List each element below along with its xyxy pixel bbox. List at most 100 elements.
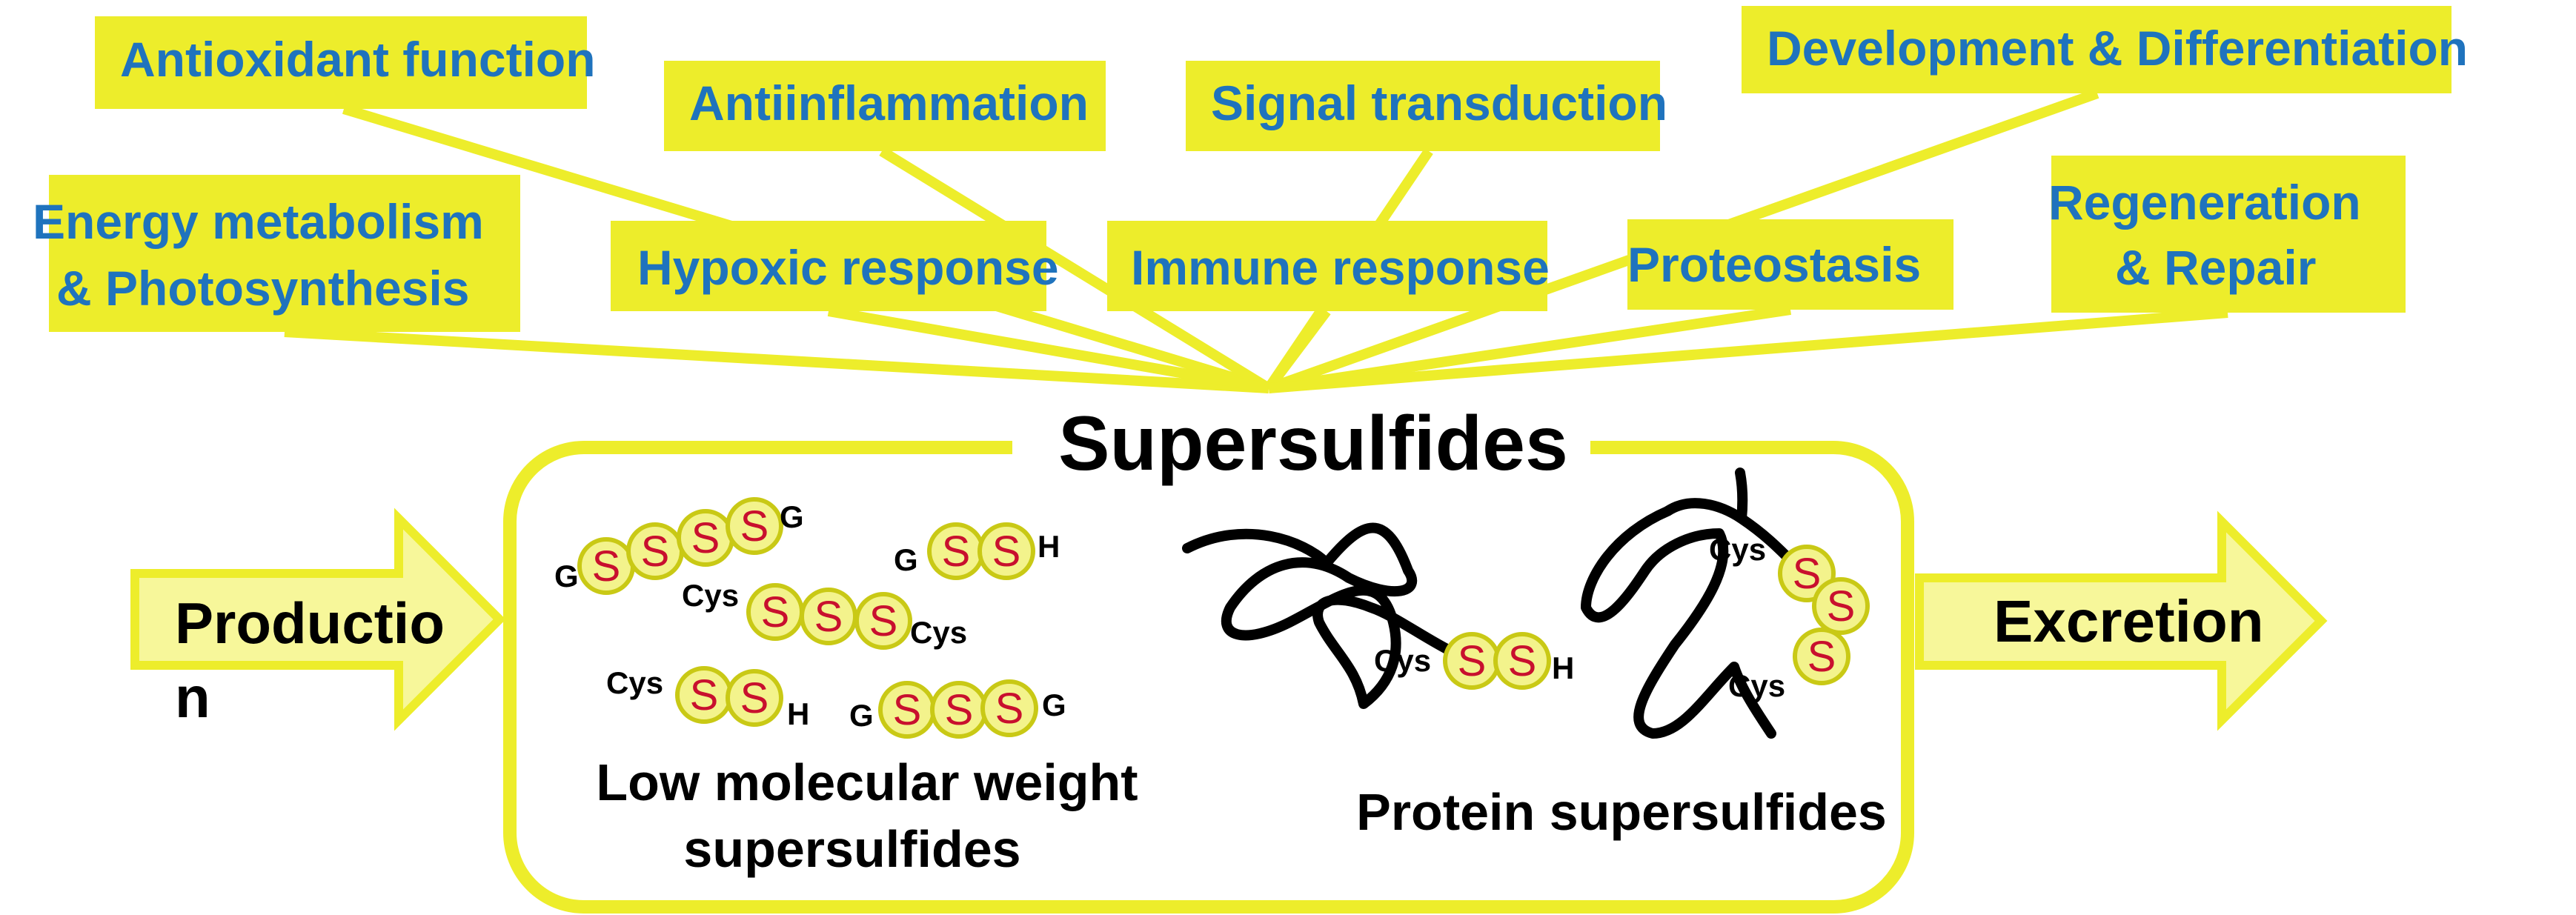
sulfur-atom-label: S: [1827, 582, 1856, 630]
sulfur-atom-label: S: [690, 671, 719, 719]
function-box-bg: [49, 175, 520, 332]
mol-end-g: G: [554, 559, 579, 593]
sulfur-atom-label: S: [814, 593, 843, 641]
mol-end-cys: Cys: [682, 578, 739, 613]
function-box-development: Development & Differentiation: [1742, 6, 2468, 93]
sulfur-atom: S: [726, 669, 783, 727]
sulfur-atom-label: S: [740, 674, 769, 722]
sulfur-atom-label: S: [761, 588, 790, 636]
function-box-immune-response: Immune response: [1107, 221, 1550, 311]
sulfur-atom: S: [577, 537, 635, 595]
mol-end-g: G: [1042, 688, 1066, 722]
sulfur-atom: S: [626, 522, 684, 580]
mol-end-cys: Cys: [606, 665, 663, 700]
mol-end-g: G: [849, 698, 874, 733]
function-label-antioxidant: Antioxidant function: [120, 32, 596, 87]
function-box-antioxidant: Antioxidant function: [95, 16, 596, 109]
function-box-bg: [1627, 219, 1953, 310]
excretion-label: Excretion: [1994, 588, 2264, 654]
connector-line-8: [1268, 307, 2228, 393]
sulfur-atom: S: [1812, 577, 1870, 635]
excretion-arrow: Excretion: [1915, 510, 2328, 731]
sulfur-atom-label: S: [1807, 633, 1836, 681]
function-label-hypoxic-response: Hypoxic response: [637, 240, 1059, 295]
sulfur-atom: S: [977, 522, 1035, 580]
function-label-energy-line2: & Photosynthesis: [56, 261, 469, 316]
connector-line-5: [827, 306, 1270, 393]
sulfur-atom-label: S: [992, 528, 1021, 576]
sulfur-atom-label: S: [942, 528, 971, 576]
connector-line-1: [879, 147, 1272, 393]
function-box-proteostasis: Proteostasis: [1627, 219, 1953, 310]
mol-end-cys: Cys: [1709, 532, 1766, 567]
sulfur-atom: S: [927, 522, 985, 580]
function-box-energy-metabolism: Energy metabolism & Photosynthesis: [33, 175, 520, 332]
function-box-bg: [1107, 221, 1547, 311]
sulfur-atom-label: S: [641, 528, 670, 576]
sulfur-atom: S: [980, 679, 1038, 737]
sulfur-atom-circle: [1493, 632, 1551, 690]
connector-line-4: [284, 327, 1269, 393]
sulfur-atom: S: [930, 681, 988, 739]
sulfur-atom-circle: [980, 679, 1038, 737]
mol-end-h: H: [1552, 651, 1574, 685]
function-box-bg: [611, 221, 1046, 311]
connector-lines: [284, 88, 2228, 393]
sulfur-atom: S: [854, 592, 912, 650]
sulfur-atom: S: [675, 666, 733, 724]
sulfur-atom-circle: [854, 592, 912, 650]
function-label-antiinflammation: Antiinflammation: [689, 76, 1089, 130]
function-box-regeneration: Regeneration & Repair: [2048, 156, 2406, 313]
mol-end-cys: Cys: [1374, 643, 1431, 678]
mol-end-h: H: [1038, 529, 1060, 564]
sulfur-atom: S: [1443, 632, 1501, 690]
title-gap: [1012, 430, 1590, 467]
excretion-arrow-shape: [1915, 510, 2328, 731]
function-label-regen-line2: & Repair: [2115, 240, 2316, 295]
protein-supersulfides-label: Protein supersulfides: [1356, 783, 1887, 841]
function-box-hypoxic-response: Hypoxic response: [611, 221, 1059, 311]
protein-chain-left: [1182, 522, 1458, 709]
sulfur-atom: S: [878, 681, 936, 739]
sulfur-atom-label: S: [893, 686, 922, 734]
sulfur-atom: S: [726, 497, 783, 555]
sulfur-atom-label: S: [691, 514, 720, 562]
connector-line-6: [1264, 307, 1331, 392]
sulfur-atom: S: [800, 588, 857, 645]
function-label-proteostasis: Proteostasis: [1627, 237, 1921, 292]
function-box-bg: [2051, 156, 2406, 313]
function-box-bg: [1742, 6, 2451, 93]
protein-chains: [1182, 468, 1799, 739]
sulfur-atom-label: S: [945, 686, 974, 734]
sulfur-atom: S: [1793, 628, 1850, 685]
mol-end-cys: Cys: [1728, 668, 1785, 703]
production-label-line2: n: [175, 665, 210, 730]
sulfur-atom: S: [1493, 632, 1551, 690]
sulfur-atom-circle: [726, 669, 783, 727]
sulfur-atom-label: S: [1793, 550, 1822, 598]
low-mw-label-line2: supersulfides: [683, 820, 1020, 878]
function-label-regen-line1: Regeneration: [2048, 175, 2361, 230]
production-arrow-shape: [130, 508, 506, 731]
function-label-immune-response: Immune response: [1131, 240, 1550, 295]
sulfur-atom-label: S: [869, 597, 898, 645]
function-box-bg: [664, 61, 1106, 151]
sulfur-atom-circle: [977, 522, 1035, 580]
function-box-bg: [1186, 61, 1660, 151]
function-label-development: Development & Differentiation: [1767, 21, 2468, 76]
sulfur-atom-circle: [1793, 628, 1850, 685]
function-label-energy-line1: Energy metabolism: [33, 194, 484, 249]
sulfur-atom-label: S: [995, 685, 1024, 733]
function-box-antiinflammation: Antiinflammation: [664, 61, 1106, 151]
function-box-signal-transduction: Signal transduction: [1186, 61, 1667, 151]
sulfur-atom-circle: [1812, 577, 1870, 635]
sulfur-atom-label: S: [1508, 637, 1537, 685]
production-label-line1: Productio: [175, 590, 445, 656]
sulfur-atom: S: [746, 583, 804, 641]
sulfur-atom-label: S: [740, 502, 769, 550]
function-label-signal-transduction: Signal transduction: [1211, 76, 1667, 130]
sulfur-atom: S: [677, 509, 734, 567]
